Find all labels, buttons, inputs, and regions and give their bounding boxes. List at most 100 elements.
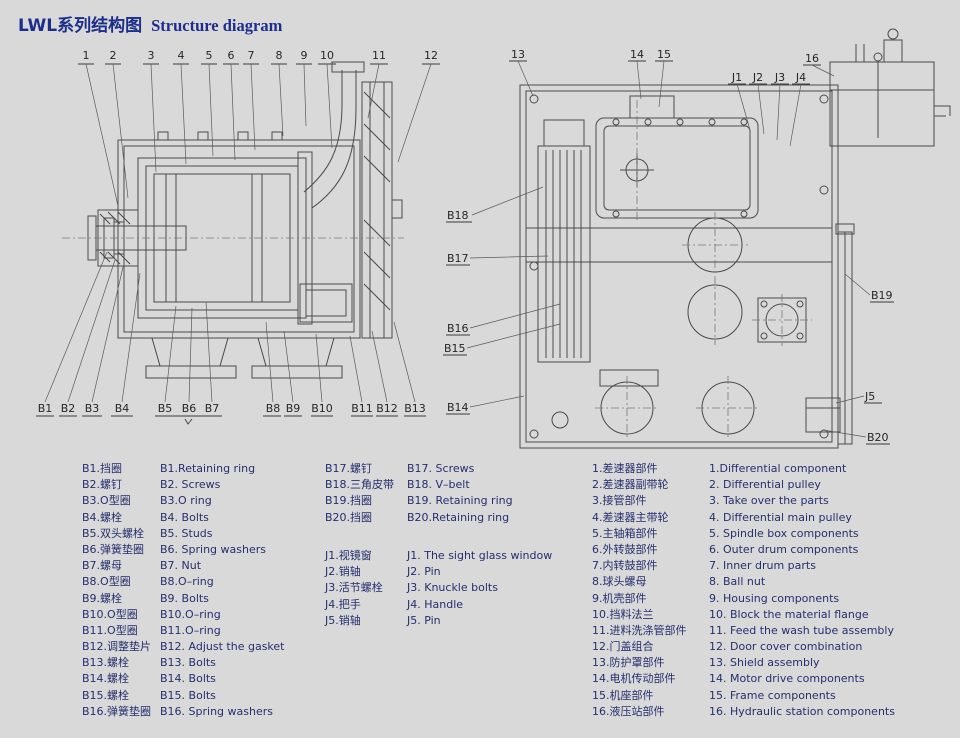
- legend-item: 14.电机传动部件: [592, 672, 676, 686]
- legend-item: B5. Studs: [160, 526, 213, 540]
- callout-b8: B8: [266, 402, 281, 415]
- legend-item: 4. Differential main pulley: [709, 510, 852, 524]
- legend-item: 4.差速器主带轮: [592, 510, 669, 524]
- legend-item: J5. Pin: [407, 613, 441, 627]
- callout-b16: B16: [447, 322, 469, 335]
- callout-b9: B9: [286, 402, 301, 415]
- callout-j3: J3: [774, 71, 785, 84]
- legend-item: 15.机座部件: [592, 688, 654, 702]
- legend-item: J3.活节螺栓: [325, 581, 383, 595]
- legend-item: B1.Retaining ring: [160, 462, 256, 475]
- legend-item: B19.挡圈: [325, 494, 373, 508]
- legend-item: B14.螺栓: [82, 672, 130, 686]
- callout-leader-lines: [44, 60, 871, 438]
- callout-b20: B20: [867, 431, 889, 444]
- legend-item: B18.三角皮带: [325, 478, 395, 492]
- right-callouts: 13 14 15 16 J1 J2 J3 J4 B18 B17 B16 B15 …: [444, 48, 893, 444]
- legend-item: 9. Housing components: [709, 591, 840, 605]
- callout-6: 6: [228, 49, 235, 62]
- right-centerlines: [595, 100, 812, 440]
- left-bottom-callouts: B1 B2 B3 B4 B5 B6 B7 B8 B9 B10 B11 B12 B…: [38, 402, 426, 415]
- callout-b12: B12: [376, 402, 398, 415]
- legend-item: J4.把手: [325, 597, 361, 611]
- legend-item: B10.O–ring: [160, 607, 221, 621]
- callout-7: 7: [248, 49, 255, 62]
- callout-b15: B15: [444, 342, 466, 355]
- legend-item: B2.螺钉: [82, 478, 123, 492]
- legend-item: B1.挡圈: [82, 462, 123, 475]
- legend-item: B18. V–belt: [407, 478, 470, 492]
- callout-12: 12: [424, 49, 438, 62]
- callout-11: 11: [372, 49, 386, 62]
- legend-item: B7.螺母: [82, 559, 123, 573]
- callout-16: 16: [805, 52, 819, 65]
- legend-item: 3. Take over the parts: [709, 494, 829, 508]
- callout-b11: B11: [351, 402, 373, 415]
- legend-item: B17. Screws: [407, 462, 475, 475]
- legend-item: 16.液压站部件: [592, 704, 665, 718]
- legend-item: 12.门盖组合: [592, 640, 654, 654]
- callout-3: 3: [148, 49, 155, 62]
- callout-j4: J4: [795, 71, 806, 84]
- callout-b2: B2: [61, 402, 76, 415]
- callout-8: 8: [276, 49, 283, 62]
- callout-b3: B3: [85, 402, 100, 415]
- callout-b6: B6: [182, 402, 197, 415]
- legend-item: 14. Motor drive components: [709, 672, 865, 686]
- legend-item: B11.O型圈: [82, 623, 138, 637]
- legend-item: 7.内转鼓部件: [592, 559, 658, 573]
- legend-item: B4.螺栓: [82, 510, 123, 524]
- legend-item: 1.Differential component: [709, 462, 847, 475]
- callout-b17: B17: [447, 252, 469, 265]
- callout-b19: B19: [871, 289, 893, 302]
- legend-item: B6.弹簧垫圈: [82, 542, 145, 556]
- legend-item: 13.防护罩部件: [592, 656, 665, 670]
- callout-14: 14: [630, 48, 644, 61]
- legend-item: B13. Bolts: [160, 656, 216, 670]
- legend-item: 12. Door cover combination: [709, 640, 863, 654]
- callout-1: 1: [83, 49, 90, 62]
- legend-item: B12. Adjust the gasket: [160, 640, 285, 654]
- callout-13: 13: [511, 48, 525, 61]
- callout-j1: J1: [731, 71, 742, 84]
- legend-item: 9.机壳部件: [592, 591, 647, 605]
- callout-2: 2: [110, 49, 117, 62]
- callout-j2: J2: [752, 71, 763, 84]
- callout-15: 15: [657, 48, 671, 61]
- legend-item: B15.螺栓: [82, 688, 130, 702]
- legend-item: J1. The sight glass window: [407, 549, 553, 562]
- legend-item: B20.挡圈: [325, 510, 373, 524]
- legend-item: J2.销轴: [325, 565, 361, 579]
- page-title-cn: LWL系列结构图: [18, 16, 143, 36]
- callout-b5: B5: [158, 402, 173, 415]
- legend-item: B5.双头螺栓: [82, 526, 145, 540]
- legend-item: 7. Inner drum parts: [709, 559, 816, 573]
- legend-item: B8.O型圈: [82, 575, 131, 589]
- technical-drawings: 1 2 3 4 5 6 7 8 9 10 11 12 B1 B2 B3 B4 B…: [36, 28, 951, 449]
- legend-item: B8.O–ring: [160, 575, 214, 589]
- callout-10: 10: [320, 49, 334, 62]
- legend-item: J2. Pin: [407, 565, 441, 579]
- legend-item: 16. Hydraulic station components: [709, 704, 895, 718]
- legend-item: B15. Bolts: [160, 688, 216, 702]
- callout-5: 5: [206, 49, 213, 62]
- legend-item: J4. Handle: [407, 597, 464, 611]
- callout-b10: B10: [311, 402, 333, 415]
- left-drawing-section-view: [87, 61, 403, 379]
- legend-item: B17.螺钉: [325, 462, 373, 475]
- legend-item: 11.进料洗涤管部件: [592, 623, 687, 637]
- legend-item: J1.视镜窗: [325, 549, 372, 562]
- legend-item: B20.Retaining ring: [407, 510, 510, 524]
- legend-item: B16.弹簧垫圈: [82, 704, 152, 718]
- legend-item: 5. Spindle box components: [709, 526, 859, 540]
- legend-item: 11. Feed the wash tube assembly: [709, 623, 894, 637]
